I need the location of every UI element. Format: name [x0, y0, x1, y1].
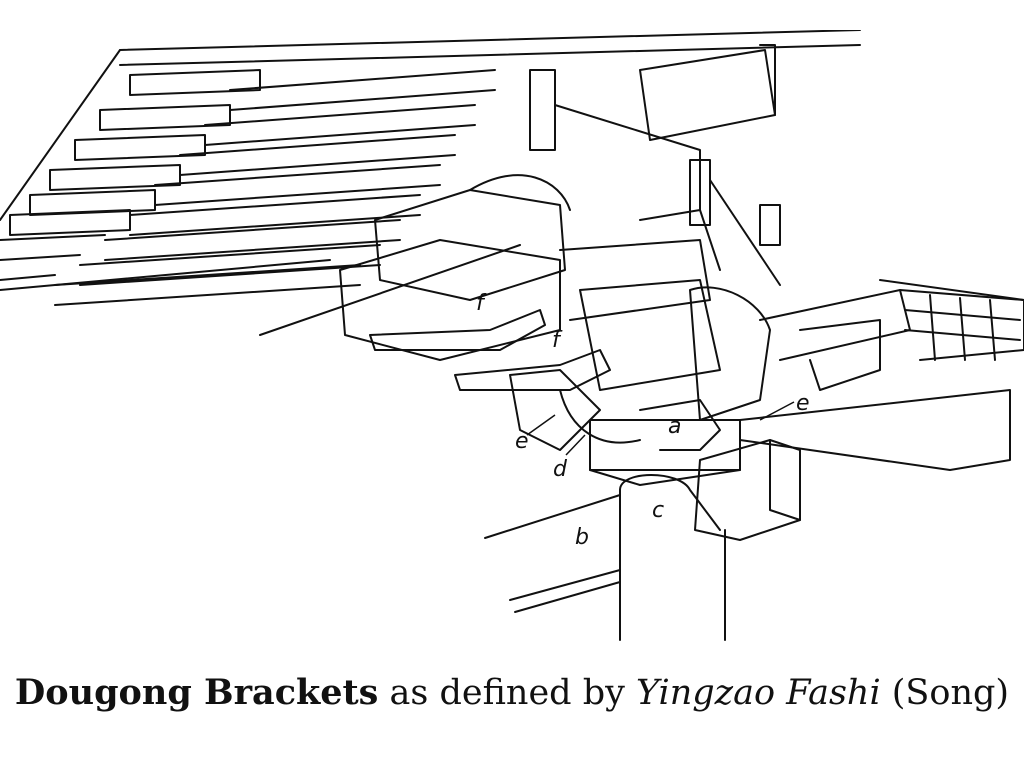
caption-connector: as defined by — [378, 673, 637, 713]
dougong-illustration: f f a e e d c b — [0, 30, 1024, 645]
label-d: d — [553, 457, 568, 482]
label-b: b — [575, 525, 589, 550]
caption-title: Dougong Brackets — [14, 672, 379, 713]
label-e-right-leader — [759, 401, 795, 421]
label-e-right: e — [796, 391, 810, 416]
label-e-left: e — [515, 429, 529, 454]
label-f-lower: f — [552, 328, 563, 353]
label-a: a — [668, 414, 681, 439]
label-d-leader — [565, 434, 586, 456]
slide-caption: Dougong Brackets as defined by Yingzao F… — [0, 672, 1024, 713]
caption-source: Yingzao Fashi — [636, 673, 881, 713]
label-f-upper: f — [476, 291, 487, 316]
label-e-left-leader — [526, 414, 556, 436]
bracket-line-drawing: f f a e e d c b — [0, 30, 1024, 641]
label-c: c — [652, 498, 664, 523]
caption-dynasty: (Song) — [880, 673, 1010, 713]
